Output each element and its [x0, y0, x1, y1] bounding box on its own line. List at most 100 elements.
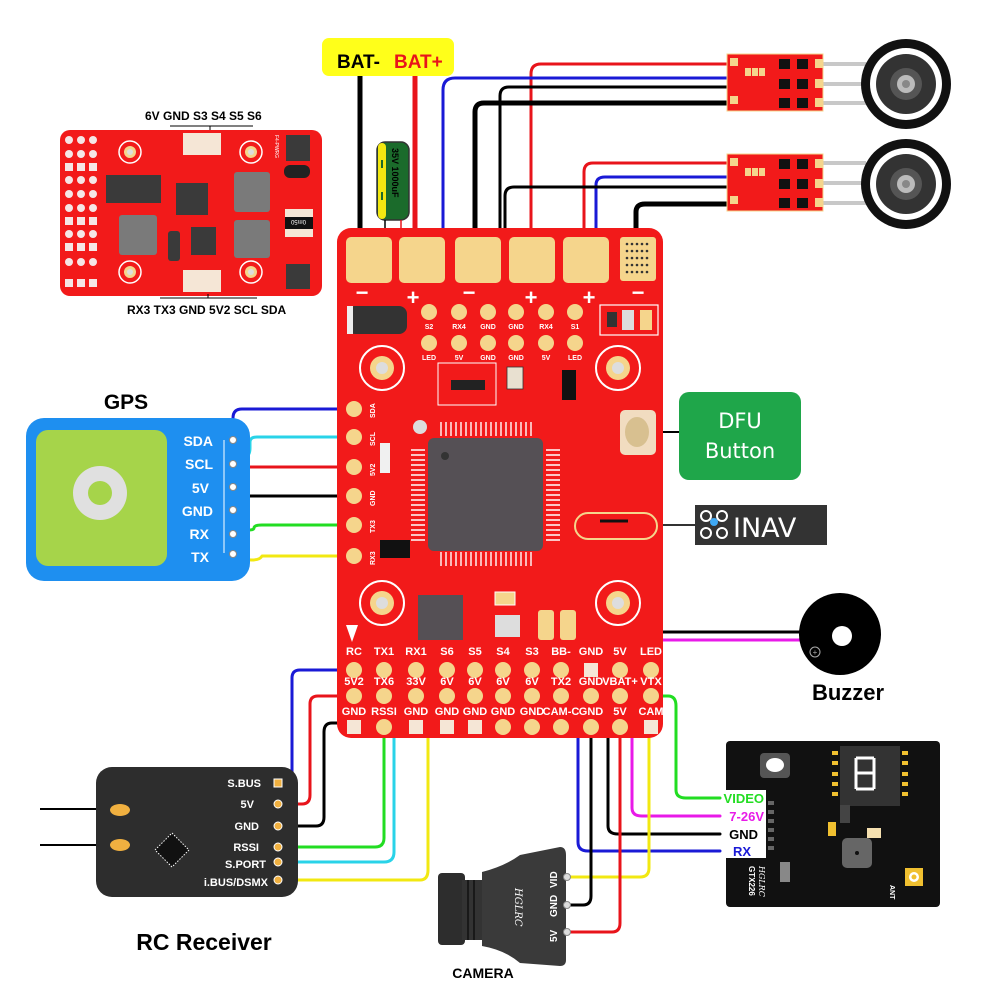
svg-text:RX4: RX4	[539, 324, 553, 331]
fc-bottom-pin-label: GND	[520, 706, 545, 718]
fc-bottom-pad	[612, 662, 628, 678]
gyro-chip	[418, 595, 463, 640]
pdb-shunt-label: 0m50	[290, 218, 306, 224]
inav-logo: INAV	[695, 505, 827, 545]
fc-bottom-pin-label: GND	[491, 706, 516, 718]
wire-gps-sda	[231, 407, 356, 434]
fc-bottom-pad	[346, 688, 362, 704]
inav-label: INAV	[733, 513, 797, 544]
fc-bottom-pad	[553, 719, 569, 735]
motor-1	[861, 39, 951, 129]
fc-bottom-pad	[440, 720, 454, 734]
fc-bottom-pad	[468, 720, 482, 734]
rc-pin-gnd: GND	[235, 821, 260, 833]
fc-bottom-pin-label: TX1	[374, 646, 394, 658]
svg-text:+: +	[583, 285, 596, 310]
camera-brand: HGLRC	[512, 887, 523, 927]
svg-text:GND: GND	[508, 324, 524, 331]
gps-module: GPS SDA SCL 5V GND RX TX	[26, 391, 250, 581]
fc-bottom-pin-label: VTX	[640, 676, 662, 688]
fc-bottom-pin-label: GND	[579, 676, 604, 688]
wire-gps-scl	[231, 435, 356, 458]
gps-title: GPS	[104, 391, 148, 414]
fc-left-pins: SDA SCL 5V2 GND TX3 RX3	[346, 401, 377, 565]
fc-bottom-pin-label: GND	[435, 706, 460, 718]
pdb-top-label: 6V GND S3 S4 S5 S6	[145, 109, 262, 123]
fc-bottom-pin-label: GND	[342, 706, 367, 718]
pdb-board: 6V GND S3 S4 S5 S6	[60, 109, 322, 317]
fc-bottom-pad	[376, 662, 392, 678]
wire-gps-rx	[231, 523, 356, 532]
motor-2	[861, 139, 951, 229]
fc-bottom-pin-label: RSSI	[371, 706, 397, 718]
fc-bottom-pad	[467, 688, 483, 704]
fc-bottom-pad	[439, 662, 455, 678]
vtx-pin-rx: RX	[733, 844, 751, 859]
fc-bottom-pin-label: TX2	[551, 676, 571, 688]
wire-rc-5v	[276, 694, 356, 806]
boot-button[interactable]	[620, 410, 656, 455]
fc-bottom-pad	[612, 688, 628, 704]
fc-bottom-pin-label: TX6	[374, 676, 394, 688]
wire-esc1-red	[529, 62, 737, 264]
fc-bottom-pad	[467, 662, 483, 678]
fc-power-pads	[346, 237, 609, 283]
svg-text:GND: GND	[370, 490, 377, 506]
svg-text:GND: GND	[480, 355, 496, 362]
fc-bottom-pad	[643, 662, 659, 678]
vtx-brand: HGLRC	[757, 865, 766, 897]
svg-text:S1: S1	[571, 324, 580, 331]
svg-text:+: +	[407, 285, 420, 310]
pdb-brand: F4-PWRG	[273, 135, 279, 158]
wire-esc2-red	[582, 161, 737, 264]
svg-text:+: +	[525, 285, 538, 310]
gps-pin-5v: 5V	[192, 480, 210, 496]
buzzer-plus: +	[813, 648, 818, 657]
fc-bottom-pad	[553, 688, 569, 704]
rc-pin-ibus: i.BUS/DSMX	[204, 877, 269, 889]
sot-chip	[380, 540, 410, 558]
esc-1	[726, 53, 824, 112]
usb-port[interactable]	[574, 512, 658, 540]
fc-bottom-pin-label: CAM	[638, 706, 663, 718]
fc-bottom-pin-label: LED	[640, 646, 662, 658]
fc-bottom-pad	[347, 720, 361, 734]
vtx-pin-video: VIDEO	[724, 791, 764, 806]
esc-2	[726, 153, 824, 212]
fc-bottom-pad	[643, 688, 659, 704]
svg-text:GND: GND	[480, 324, 496, 331]
svg-text:−: −	[632, 280, 645, 305]
fc-bottom-pad	[524, 719, 540, 735]
fc-bottom-pin-label: 6V	[468, 676, 482, 688]
capacitor-label: 35V 1000uF	[390, 148, 400, 198]
wire-rc-rssi	[276, 725, 386, 849]
buzzer: + Buzzer	[799, 593, 884, 705]
camera-title: CAMERA	[452, 965, 513, 981]
fc-power-signs: − + − + + −	[356, 280, 645, 310]
fc-bottom-pad	[409, 720, 423, 734]
svg-text:GND: GND	[508, 355, 524, 362]
location-pin-icon	[710, 518, 718, 526]
fc-top-pins: S2 RX4 GND GND RX4 S1 LED 5V GND GND 5V …	[421, 304, 583, 362]
camera-pin-5v: 5V	[549, 929, 560, 942]
wire-vtx-video	[649, 694, 722, 800]
fc-bottom-pin-label: RX1	[405, 646, 426, 658]
fc-bottom-pin-label: S6	[440, 646, 453, 658]
fc-bottom-pad	[376, 719, 392, 735]
svg-text:SDA: SDA	[370, 403, 377, 418]
fc-bottom-pin-label: 5V	[613, 646, 627, 658]
seven-seg-display	[840, 746, 900, 806]
fc-bottom-pin-label: GND	[579, 646, 604, 658]
battery-label: BAT- BAT+	[322, 38, 454, 76]
camera: VID GND 5V HGLRC CAMERA	[438, 847, 571, 981]
drone-icon	[700, 510, 728, 539]
rc-pin-sport: S.PORT	[225, 859, 266, 871]
wire-gps-tx	[231, 552, 356, 562]
fc-bottom-pad	[583, 719, 599, 735]
fc-bottom-pad	[553, 662, 569, 678]
vtx-ant-label: ANT	[888, 885, 895, 900]
fc-bottom-pin-label: GND	[404, 706, 429, 718]
pdb-mount-holes	[118, 140, 263, 284]
